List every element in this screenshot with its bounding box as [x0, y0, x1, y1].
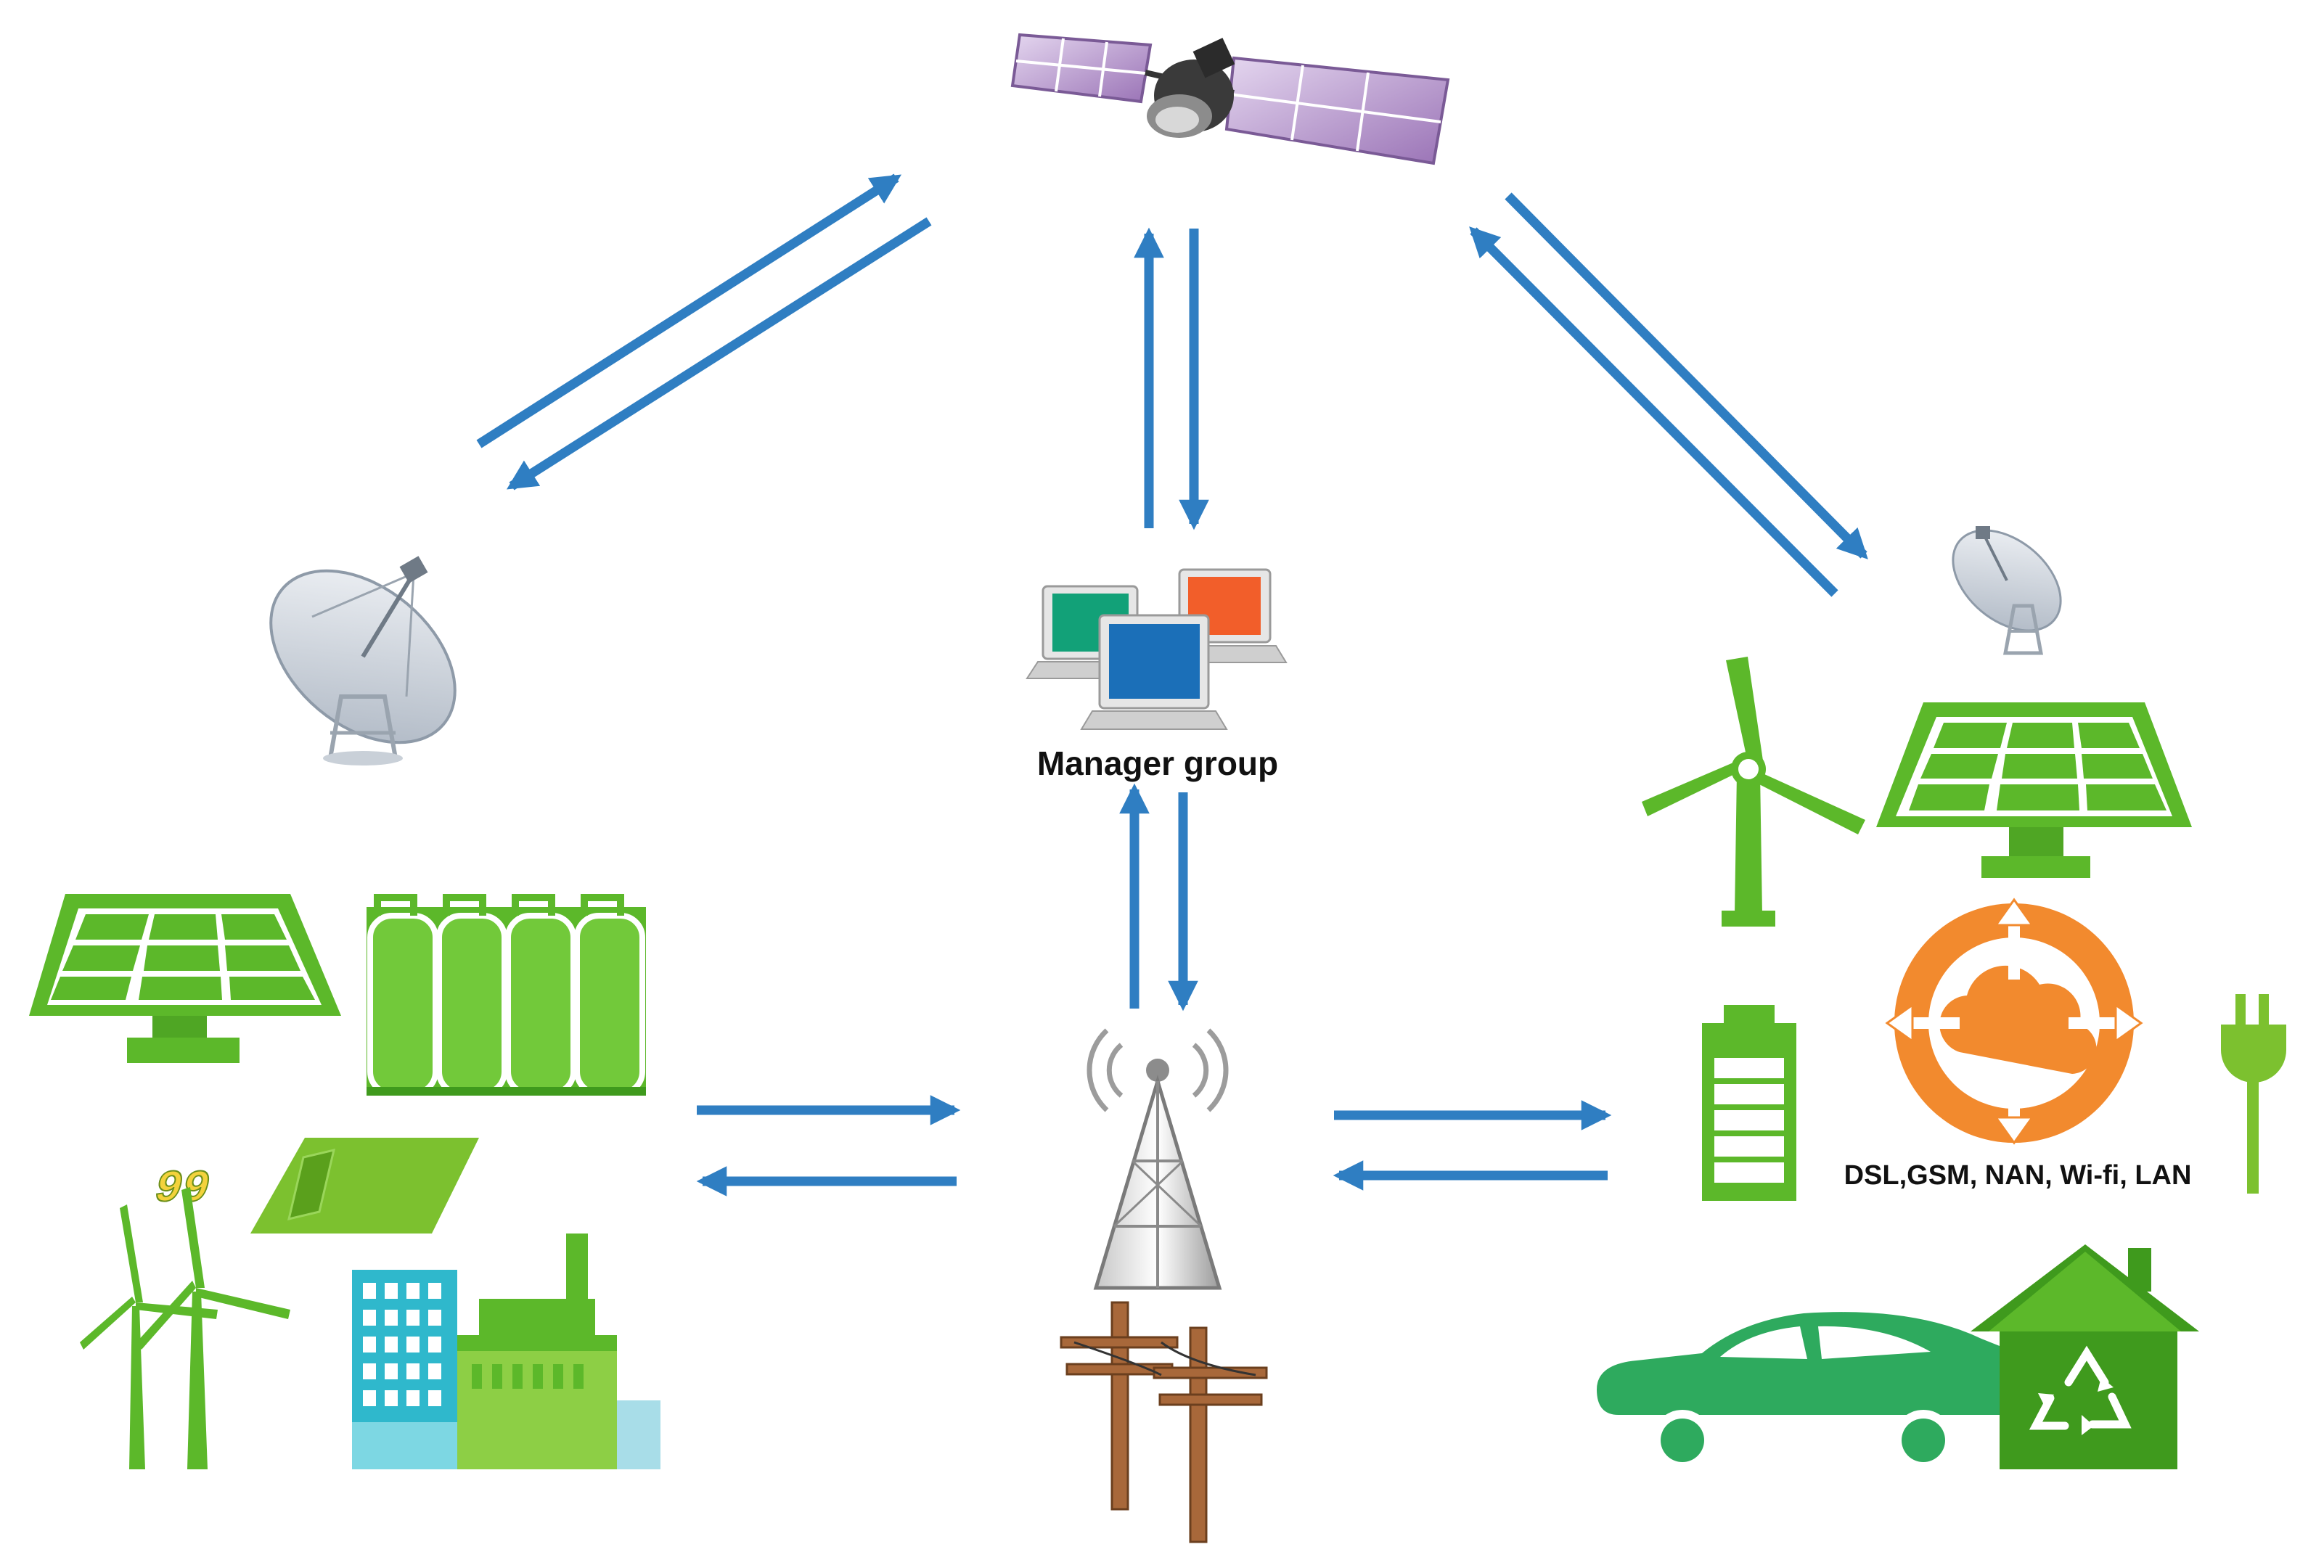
- satellite-dish-icon: [269, 556, 457, 765]
- recycle-house-icon: [1971, 1244, 2199, 1469]
- arrow-satellite-to-dish-left: [506, 217, 932, 490]
- electric-car-icon: [1597, 1312, 2083, 1471]
- power-plug-icon: [2221, 994, 2286, 1194]
- computer-group-icon: [1026, 568, 1288, 730]
- arrow-dish-left-to-satellite: [476, 173, 902, 448]
- storage-tank-icon: [367, 894, 646, 1096]
- wind-turbine-icon: [1642, 657, 1865, 927]
- battery-icon: [1702, 1005, 1796, 1201]
- smart-meter-icon: 99: [147, 1138, 479, 1234]
- solar-panel-icon: [1876, 702, 2192, 878]
- wind-turbine-icon: [80, 1187, 290, 1469]
- radio-tower-icon: [1087, 1028, 1229, 1290]
- factory-building-icon: [352, 1234, 660, 1469]
- arrow-dish-right-to-satellite: [1469, 226, 1838, 597]
- arrow-satellite-to-dish-right: [1505, 192, 1868, 559]
- satellite-icon: [1010, 33, 1450, 165]
- solar-panel-icon: [29, 894, 341, 1063]
- manager-group-label: Manager group: [1037, 744, 1278, 782]
- link-arrows: [476, 173, 1868, 1196]
- cloud-network-icon: [1885, 898, 2143, 1145]
- utility-pole-icon: [1060, 1301, 1268, 1543]
- satellite-dish-icon: [1952, 526, 2062, 655]
- meter-digits: 99: [148, 1163, 216, 1215]
- network-types-label: DSL,GSM, NAN, Wi-fi, LAN: [1844, 1160, 2192, 1191]
